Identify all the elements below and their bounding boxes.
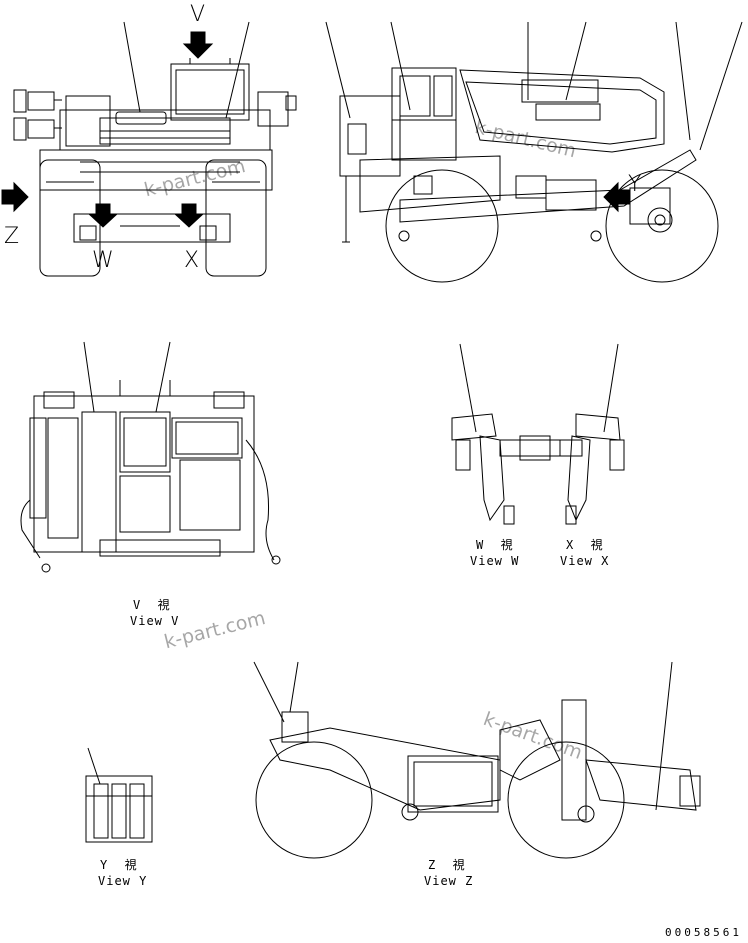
view-x-arrow	[173, 203, 205, 228]
view-v-drawing	[20, 341, 281, 573]
view-v-caption-jp: V 視	[133, 598, 171, 612]
view-w-caption-jp: W 視	[476, 538, 514, 552]
view-v-arrow	[182, 31, 214, 59]
side-view-drawing	[325, 21, 743, 283]
arrow-label-w: W	[92, 248, 114, 273]
view-y-caption-en: View Y	[98, 874, 148, 888]
view-z-arrow	[1, 181, 29, 213]
rear-view-drawing	[1, 21, 297, 277]
view-x-caption-jp: X 視	[566, 538, 604, 552]
side-view-y-arrow	[603, 181, 631, 213]
arrow-label-x: X	[184, 248, 200, 273]
drawing-code: 00058561	[665, 926, 742, 939]
arrow-label-v: V	[190, 2, 206, 27]
view-v-caption-en: View V	[130, 614, 180, 628]
view-w-arrow	[87, 203, 119, 228]
view-w-drawing	[451, 343, 561, 525]
view-z-drawing	[253, 661, 701, 859]
view-z-caption-jp: Z 視	[428, 858, 466, 872]
arrow-label-y: Y	[628, 172, 642, 197]
view-w-caption-en: View W	[470, 554, 520, 568]
view-y-caption-jp: Y 視	[100, 858, 138, 872]
view-z-caption-en: View Z	[424, 874, 474, 888]
arrow-label-z: Z	[4, 224, 20, 249]
view-x-drawing	[559, 343, 625, 525]
view-y-drawing	[85, 747, 153, 843]
view-x-caption-en: View X	[560, 554, 610, 568]
